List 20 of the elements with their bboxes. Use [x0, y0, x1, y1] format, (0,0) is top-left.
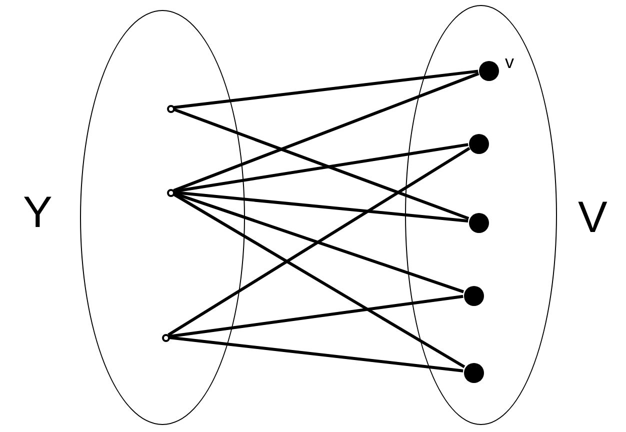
open-vertex — [162, 334, 170, 342]
open-vertex — [167, 189, 175, 197]
edge-line — [174, 70, 478, 110]
edge-line — [173, 72, 480, 192]
edge-line — [174, 143, 468, 193]
filled-vertex — [464, 363, 484, 383]
filled-vertex — [469, 213, 489, 233]
edge-line — [168, 336, 464, 372]
set-label: V — [578, 196, 608, 240]
edge-line — [173, 108, 470, 220]
edge-line — [168, 147, 470, 336]
filled-vertex — [464, 286, 484, 306]
filled-vertex — [469, 134, 489, 154]
edge-line — [174, 190, 468, 223]
set-label: Y — [23, 191, 52, 235]
edge-line — [168, 294, 464, 338]
edge-line — [173, 192, 464, 294]
open-vertex — [167, 105, 175, 113]
edge-line — [172, 192, 466, 368]
vertex-label: v — [505, 53, 514, 71]
